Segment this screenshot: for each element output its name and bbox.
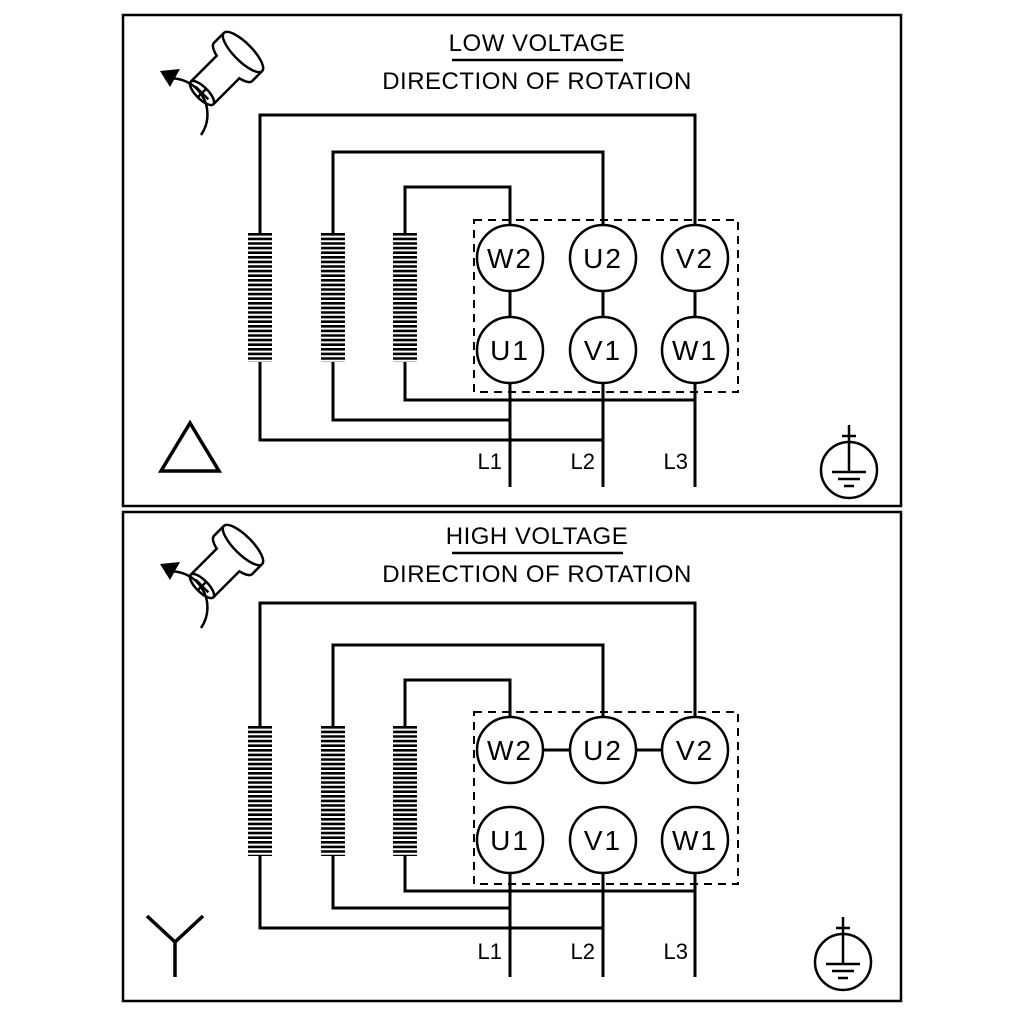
direction-of-rotation-label: DIRECTION OF ROTATION xyxy=(382,68,692,95)
wire-coil2-to-U1 xyxy=(331,362,510,422)
terminal-high-U2: U2 xyxy=(568,715,638,785)
panel-low-border xyxy=(121,13,903,508)
terminal-label: W2 xyxy=(487,243,533,274)
terminal-label: U1 xyxy=(490,825,530,856)
star-connection-icon xyxy=(145,914,205,977)
wire-coil3-to-W2 xyxy=(403,678,512,726)
line-label-L3: L3 xyxy=(664,939,688,964)
rotation-arrow-arc xyxy=(164,77,209,136)
terminal-label: W1 xyxy=(672,335,718,366)
terminal-label: U2 xyxy=(583,243,623,274)
earth-ground-icon xyxy=(819,425,879,500)
shaft-rotation-arrow-icon xyxy=(160,30,265,136)
direction-of-rotation-label: DIRECTION OF ROTATION xyxy=(382,561,692,588)
line-label-L1: L1 xyxy=(478,449,502,474)
terminal-label: U2 xyxy=(583,735,623,766)
terminal-high-W2: W2 xyxy=(475,715,545,785)
wiring-low xyxy=(258,113,697,487)
terminal-high-V2: V2 xyxy=(660,715,730,785)
terminal-label: W1 xyxy=(672,825,718,856)
line-label-L3: L3 xyxy=(664,449,688,474)
terminal-high-U1: U1 xyxy=(475,805,545,875)
terminal-high-V1: V1 xyxy=(568,805,638,875)
terminal-box-high xyxy=(473,711,739,885)
terminal-high-W1: W1 xyxy=(660,805,730,875)
shaft-collar-top xyxy=(221,523,265,567)
terminal-label: V2 xyxy=(676,735,714,766)
wiring-high xyxy=(258,601,697,977)
wire-coil1-to-V2 xyxy=(258,601,697,726)
shaft-rotation-arrow-icon xyxy=(160,523,265,629)
panel-high-voltage: HIGH VOLTAGE DIRECTION OF ROTATION xyxy=(121,510,903,1003)
terminal-low-W1: W1 xyxy=(660,315,730,385)
terminal-label: V2 xyxy=(676,243,714,274)
wire-coil1-to-V2 xyxy=(258,113,697,233)
terminal-low-V2: V2 xyxy=(660,223,730,293)
line-label-L2: L2 xyxy=(571,939,595,964)
rotation-arrow-arc xyxy=(164,570,209,629)
terminal-low-U2: U2 xyxy=(568,223,638,293)
wire-coil1-to-V1 xyxy=(258,362,603,442)
terminal-low-U1: U1 xyxy=(475,315,545,385)
line-label-L2: L2 xyxy=(571,449,595,474)
panel-low-voltage: LOW VOLTAGE DIRECTION OF ROTATION xyxy=(121,13,903,508)
terminal-label: V1 xyxy=(584,335,622,366)
high-voltage-title: HIGH VOLTAGE xyxy=(446,523,628,550)
low-voltage-title: LOW VOLTAGE xyxy=(449,30,626,57)
delta-connection-icon xyxy=(157,419,223,473)
terminal-label: V1 xyxy=(584,825,622,856)
terminal-low-W2: W2 xyxy=(475,223,545,293)
wire-coil2-to-U1 xyxy=(331,856,510,910)
earth-ground-icon xyxy=(813,917,873,992)
shaft-collar-top xyxy=(221,30,265,74)
terminal-label: W2 xyxy=(487,735,533,766)
rotation-arrowhead xyxy=(160,69,180,87)
wire-coil3-to-W2 xyxy=(403,185,512,233)
terminal-low-V1: V1 xyxy=(568,315,638,385)
terminal-label: U1 xyxy=(490,335,530,366)
wire-coil3-to-W1 xyxy=(403,362,695,402)
wire-coil2-to-U2 xyxy=(331,150,605,233)
terminal-box-low xyxy=(473,219,739,393)
wire-coil3-to-W1 xyxy=(403,856,695,893)
line-label-L1: L1 xyxy=(478,939,502,964)
wire-coil2-to-U2 xyxy=(331,643,605,726)
wire-coil1-to-V1 xyxy=(258,856,603,930)
rotation-arrowhead xyxy=(160,562,180,580)
panel-high-border xyxy=(121,510,903,1003)
